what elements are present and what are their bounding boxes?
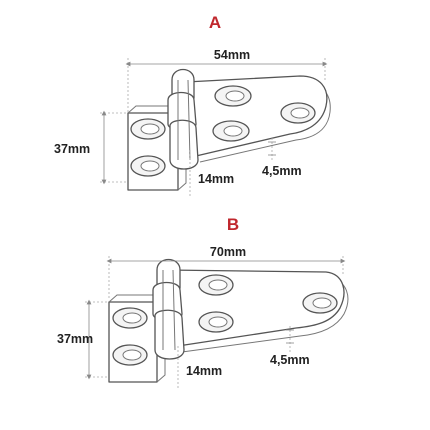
hinge-b-length-dimension: 70mm bbox=[106, 245, 346, 300]
hinge-a-length-label: 54mm bbox=[214, 48, 250, 62]
hinge-b-height-label: 37mm bbox=[57, 332, 93, 346]
hinge-b-length-label: 70mm bbox=[210, 245, 246, 259]
hinge-b-letter: B bbox=[227, 215, 239, 234]
hinge-b: B bbox=[57, 215, 349, 388]
hinge-a-right-hole-1 bbox=[214, 85, 252, 107]
hinge-b-right-hole-1 bbox=[198, 274, 234, 296]
hinge-b-leaf-width-dimension: 14mm bbox=[177, 346, 222, 388]
hinge-a-right-hole-2 bbox=[280, 102, 316, 124]
hinge-a-thickness-label: 4,5mm bbox=[262, 164, 302, 178]
hinge-b-right-hole-3 bbox=[198, 311, 234, 333]
hinge-a-letter: A bbox=[209, 13, 221, 32]
hinge-a-leaf-width-dimension: 14mm bbox=[189, 150, 234, 196]
hinge-a-left-hole-bottom bbox=[130, 155, 166, 177]
hinge-a-length-dimension: 54mm bbox=[125, 48, 328, 112]
hinge-b-height-dimension: 37mm bbox=[57, 299, 108, 380]
hinge-a-leaf-width-label: 14mm bbox=[198, 172, 234, 186]
hinge-a-left-hole-top bbox=[130, 118, 166, 140]
hinge-a: A bbox=[54, 13, 331, 196]
hinge-a-knuckles bbox=[167, 68, 199, 170]
hinge-a-thickness-dimension: 4,5mm bbox=[262, 138, 302, 178]
hinge-a-height-label: 37mm bbox=[54, 142, 90, 156]
hinge-a-right-hole-3 bbox=[212, 120, 250, 142]
hinge-a-height-dimension: 37mm bbox=[54, 110, 127, 185]
hinge-b-right-hole-2 bbox=[302, 292, 338, 314]
hinge-b-left-hole-top bbox=[112, 307, 148, 329]
hinge-b-left-hole-bottom bbox=[112, 344, 148, 366]
hinge-b-thickness-dimension: 4,5mm bbox=[270, 326, 310, 367]
hinge-b-thickness-label: 4,5mm bbox=[270, 353, 310, 367]
hinge-b-knuckles bbox=[152, 258, 185, 360]
hinge-b-leaf-width-label: 14mm bbox=[186, 364, 222, 378]
